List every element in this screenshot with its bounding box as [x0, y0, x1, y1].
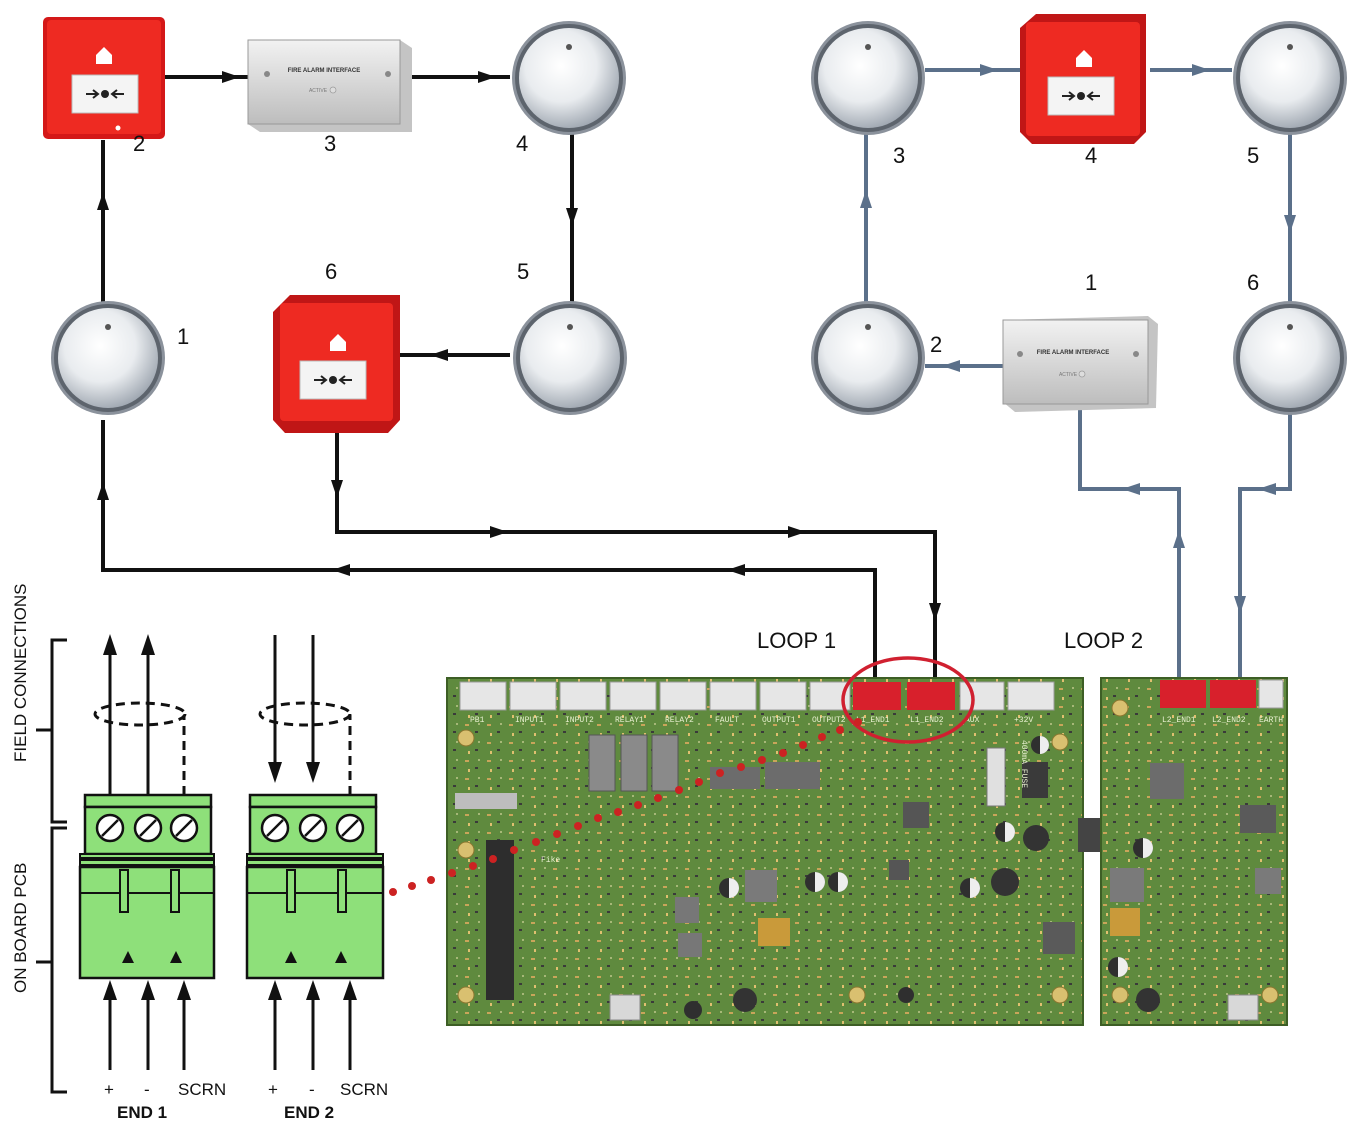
loop1-number-3: 3	[324, 131, 336, 156]
house-fire-icon	[1076, 50, 1092, 67]
svg-text:INPUT2: INPUT2	[565, 716, 594, 725]
svg-text:ACTIVE: ACTIVE	[1059, 372, 1078, 378]
detector-loop1-4	[512, 21, 626, 135]
loop1-number-2: 2	[133, 131, 145, 156]
end2-minus-label: -	[309, 1080, 315, 1099]
detector-loop2-3	[811, 21, 925, 135]
loop2-pcb: L2_END1 L2_END2 EARTH	[1100, 677, 1288, 1026]
loop1-terminal-highlight	[841, 656, 975, 744]
terminal-block-end1	[78, 634, 216, 1070]
side-brackets	[36, 638, 67, 1094]
end2-plus-label: +	[268, 1080, 278, 1099]
end2-label: END 2	[284, 1103, 334, 1122]
loop2-number-3: 3	[893, 143, 905, 168]
main-pcb-connectors	[459, 681, 1055, 711]
field-connections-label: FIELD CONNECTIONS	[11, 583, 30, 762]
svg-text:FIRE ALARM INTERFACE: FIRE ALARM INTERFACE	[1037, 350, 1109, 356]
detector-loop1-1	[51, 301, 165, 415]
fire-alarm-interface-loop2: FIRE ALARM INTERFACE ACTIVE	[1002, 316, 1158, 412]
loop1-number-6: 6	[325, 259, 337, 284]
loop1-number-4: 4	[516, 131, 528, 156]
on-board-pcb-label: ON BOARD PCB	[11, 863, 30, 993]
l2-end2-terminal	[1210, 680, 1256, 708]
loop1-arrowheads	[97, 71, 941, 621]
svg-text:EARTH: EARTH	[1259, 716, 1283, 725]
house-fire-icon	[330, 334, 346, 351]
svg-text:Fike: Fike	[541, 856, 560, 865]
loop1-number-1: 1	[177, 324, 189, 349]
main-pcb-connector-labels: PB1 INPUT1 INPUT2 RELAY1 RELAY2 FAULT OU…	[470, 716, 1033, 725]
ribbon-header	[486, 840, 514, 1000]
svg-text:OUTPUT1: OUTPUT1	[762, 716, 796, 725]
loop1-device-numbers: 1 2 3 4 5 6	[133, 131, 529, 349]
loop2-number-5: 5	[1247, 143, 1259, 168]
svg-text:PB1: PB1	[470, 716, 485, 725]
l1-end2-terminal	[907, 682, 955, 710]
house-fire-icon	[96, 47, 112, 64]
main-pcb: PB1 INPUT1 INPUT2 RELAY1 RELAY2 FAULT OU…	[446, 677, 1104, 1026]
call-point-loop1-2	[43, 17, 165, 139]
svg-text:L1_END2: L1_END2	[910, 716, 944, 725]
detector-loop2-5	[1233, 21, 1347, 135]
svg-text:FAULT: FAULT	[715, 716, 739, 725]
end1-label: END 1	[117, 1103, 167, 1122]
terminal-block-end2	[245, 635, 385, 1070]
l2-end1-terminal	[1160, 680, 1206, 708]
svg-text:RELAY2: RELAY2	[665, 716, 694, 725]
loop2-title: LOOP 2	[1064, 628, 1143, 653]
svg-text:OUTPUT2: OUTPUT2	[812, 716, 846, 725]
loop2-number-6: 6	[1247, 270, 1259, 295]
svg-text:L2_END2: L2_END2	[1212, 716, 1246, 725]
loop2-number-2: 2	[930, 332, 942, 357]
svg-text:AUX: AUX	[965, 716, 980, 725]
svg-text:L2_END1: L2_END1	[1162, 716, 1196, 725]
end1-plus-label: +	[104, 1080, 114, 1099]
svg-text:RELAY1: RELAY1	[615, 716, 644, 725]
svg-text:400mA FUSE: 400mA FUSE	[1019, 740, 1028, 788]
call-point-loop1-6	[273, 295, 400, 433]
loop1-title: LOOP 1	[757, 628, 836, 653]
loop2-number-4: 4	[1085, 143, 1097, 168]
fire-alarm-interface-loop1: FIRE ALARM INTERFACE ACTIVE	[247, 39, 412, 132]
end2-scrn-label: SCRN	[340, 1080, 388, 1099]
loop2-number-1: 1	[1085, 270, 1097, 295]
loop2-device-numbers: 1 2 3 4 5 6	[893, 143, 1259, 357]
detector-loop2-6	[1233, 301, 1347, 415]
l1-end1-terminal	[853, 682, 901, 710]
callout-dots	[389, 718, 862, 896]
svg-text:FIRE ALARM INTERFACE: FIRE ALARM INTERFACE	[288, 68, 360, 74]
loop1-number-5: 5	[517, 259, 529, 284]
svg-text:ACTIVE: ACTIVE	[309, 88, 328, 94]
svg-text:INPUT1: INPUT1	[515, 716, 544, 725]
svg-text:L1_END1: L1_END1	[856, 716, 890, 725]
end1-scrn-label: SCRN	[178, 1080, 226, 1099]
svg-text:+32V: +32V	[1014, 716, 1033, 725]
end1-minus-label: -	[144, 1080, 150, 1099]
loop2-arrowheads	[860, 64, 1296, 614]
detector-loop1-5	[513, 301, 627, 415]
detector-loop2-2	[811, 301, 925, 415]
call-point-loop2-4	[1020, 14, 1146, 144]
